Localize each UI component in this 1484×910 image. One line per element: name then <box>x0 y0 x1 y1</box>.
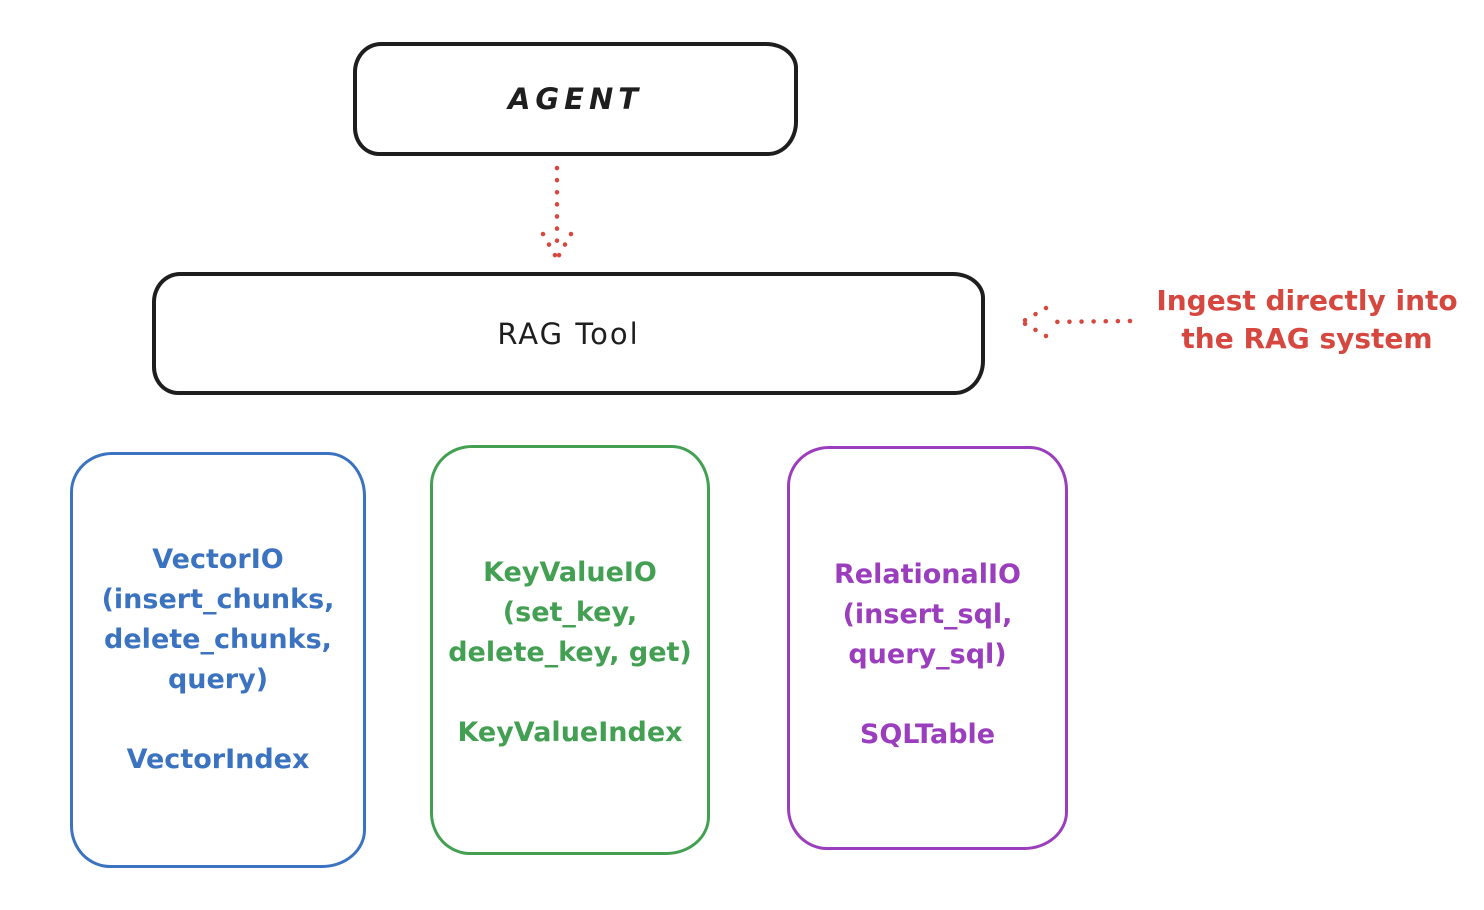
vector-io-line: query) <box>167 664 269 695</box>
relational-io-line: query_sql) <box>848 639 1007 670</box>
annotation-to-rag-arrow-icon <box>1019 305 1133 339</box>
relational-io-node: RelationalIO (insert_sql, query_sql) SQL… <box>787 446 1068 850</box>
vector-io-line: (insert_chunks, <box>101 584 335 615</box>
sqltable-label: SQLTable <box>859 719 996 750</box>
vector-io-line: delete_chunks, <box>104 624 332 655</box>
agent-to-rag-arrow-icon <box>540 165 574 260</box>
agent-label: AGENT <box>507 82 644 116</box>
relational-io-line: RelationalIO <box>834 559 1021 590</box>
vector-io-line: VectorIO <box>152 544 284 575</box>
ingest-annotation: Ingest directly into the RAG system <box>1130 282 1484 358</box>
ingest-annotation-line2: the RAG system <box>1181 322 1433 355</box>
keyvalue-io-line: delete_key, get) <box>448 637 692 668</box>
vector-io-node: VectorIO (insert_chunks, delete_chunks, … <box>70 452 366 868</box>
keyvalue-io-node: KeyValueIO (set_key, delete_key, get) Ke… <box>430 445 710 855</box>
agent-node: AGENT <box>353 42 798 156</box>
ingest-annotation-line1: Ingest directly into <box>1156 284 1458 317</box>
relational-io-line: (insert_sql, <box>842 599 1013 630</box>
keyvalue-index-label: KeyValueIndex <box>457 717 683 748</box>
rag-tool-label: RAG Tool <box>497 316 640 351</box>
keyvalue-io-line: KeyValueIO <box>483 557 657 588</box>
vector-index-label: VectorIndex <box>126 744 310 775</box>
keyvalue-io-line: (set_key, <box>502 597 638 628</box>
rag-tool-node: RAG Tool <box>152 272 985 395</box>
